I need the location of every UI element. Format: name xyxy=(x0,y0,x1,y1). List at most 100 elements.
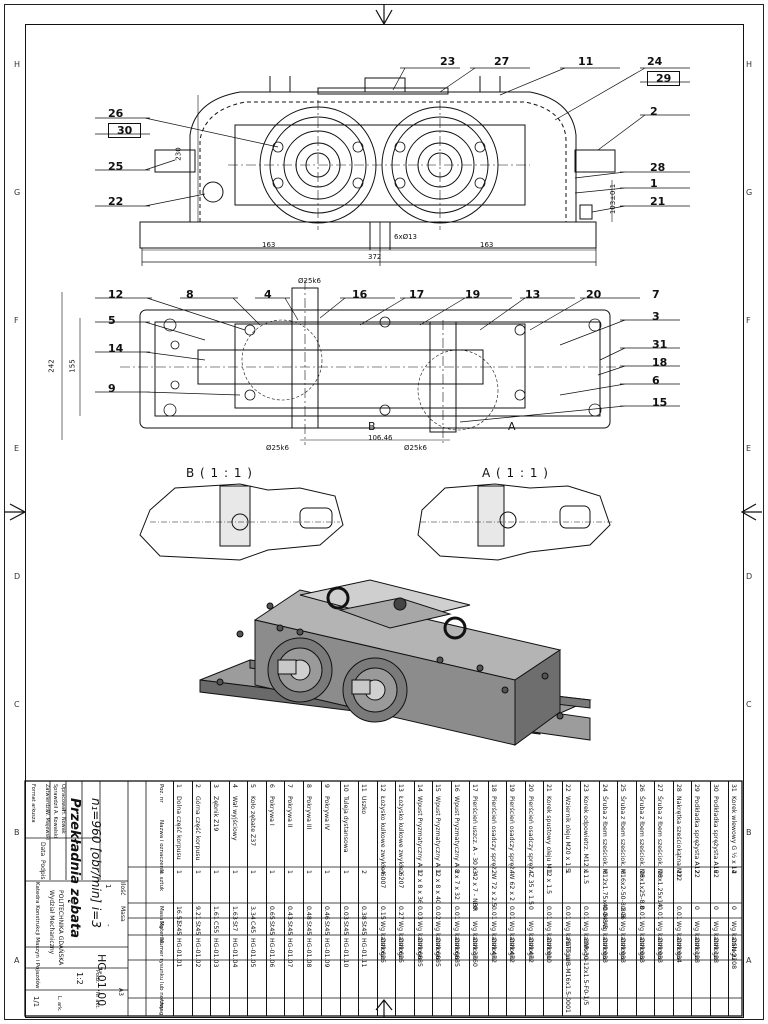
bom-qty: 1 xyxy=(434,870,441,874)
bom-mass: 0.48 xyxy=(304,906,312,920)
bom-norm: HG-01.04 xyxy=(230,938,238,968)
bom-mass: 0.65 xyxy=(267,906,275,920)
bom-norm: DIN 6885 xyxy=(434,938,441,967)
bom-name: Korek spustowy oleju M12 x 1.5 xyxy=(545,796,552,895)
zone-label: B xyxy=(14,828,20,837)
drawing-title: Przekładnia zębata xyxy=(67,798,82,938)
scale: 1:2 xyxy=(75,972,84,985)
bom-name: Podkładka sprężysta A16 xyxy=(711,796,719,874)
zone-label: F xyxy=(746,316,751,325)
bom-name: Wziernik oleju M20 x 1.5 xyxy=(563,796,571,873)
bom-mass: 0.04 xyxy=(600,906,608,920)
bom-norm: SPR-30-12x1.5-F0-1/5 xyxy=(582,938,589,1006)
bom-poz: 2 xyxy=(193,784,201,788)
bom-name: Podkładka sprężysta A12 xyxy=(693,796,700,874)
dim-372: 372 xyxy=(368,253,382,261)
bom-norm: HG-01.02 xyxy=(193,938,201,968)
bom-norm: HG-01.08 xyxy=(304,938,312,968)
dim-155: 155 xyxy=(68,359,77,373)
bom-mass: 0.01 xyxy=(452,906,460,920)
bom-poz: 23 xyxy=(582,784,589,792)
format-label: Format arkusza xyxy=(30,784,36,823)
top-balloon: 16 xyxy=(352,288,368,301)
front-balloon: 21 xyxy=(650,195,666,208)
bom-row-divider xyxy=(561,781,563,1016)
bom-header: Poz. nr xyxy=(157,784,164,803)
bom-name: Koło zębate Z37 xyxy=(249,796,256,847)
bom-name: Pokrywa III xyxy=(304,796,312,830)
top-balloon: 18 xyxy=(652,356,668,369)
role-1: Opracował xyxy=(60,784,66,811)
bom-name: Tuleja dystansowa xyxy=(341,796,349,853)
bom-norm: HG-01.01 xyxy=(175,938,182,968)
name-2: A. Kowalski xyxy=(52,810,58,839)
bom-qty: 22 xyxy=(674,870,682,878)
zone-label: A xyxy=(14,956,20,965)
bom-norm: DIN 933 xyxy=(656,938,663,963)
bom-row-divider xyxy=(543,781,544,1016)
bom-row-divider xyxy=(247,781,248,1016)
bom-material: St7 xyxy=(230,921,238,932)
bom-mass: 0.02 xyxy=(434,906,441,920)
detail-b-title: B ( 1 : 1 ) xyxy=(186,466,253,480)
bom-norm: HG-01.11 xyxy=(360,938,367,968)
format-value: A3 xyxy=(117,988,124,996)
top-balloon: 4 xyxy=(264,288,272,301)
dim-holes: 6xØ13 xyxy=(394,233,418,241)
data-label: Data xyxy=(39,842,46,857)
detail-b xyxy=(139,483,344,561)
bom-material: St45 xyxy=(267,921,275,936)
bom-name: Pierścień osadczy spręż. Z 35 x 1.5 xyxy=(526,796,534,905)
top-balloon: 5 xyxy=(108,314,116,327)
bom-mass: 0.15 xyxy=(378,906,386,920)
zone-label: G xyxy=(746,188,753,197)
bom-norm: DIN 6885 xyxy=(415,938,423,967)
bom-row-divider xyxy=(691,781,692,1016)
bom-poz: 6 xyxy=(267,784,275,788)
bom-poz: 13 xyxy=(397,784,404,792)
bom-material: C45 xyxy=(249,921,256,934)
bom-mass: 0.46 xyxy=(323,906,330,920)
dim-242: 242 xyxy=(47,359,56,373)
bom-norm: DIN 933 xyxy=(600,938,608,963)
center-mark-right xyxy=(740,503,762,521)
bom-name: Nakrętka sześciokątna M12 xyxy=(674,796,682,882)
bom-row-divider xyxy=(654,781,655,1016)
dim-103: 103±0.1 xyxy=(609,183,618,215)
bom-poz: 11 xyxy=(360,784,367,792)
bom-row-divider xyxy=(524,781,526,1016)
bom-norm: DIN 472 xyxy=(489,938,497,963)
bom-qty: 2 xyxy=(452,870,460,874)
zone-label: B xyxy=(746,828,752,837)
bom-header: Uwagi xyxy=(157,1000,164,1017)
bom-row-divider xyxy=(265,781,267,1016)
bom-poz: 3 xyxy=(212,784,219,788)
bom-norm: DIN 625 xyxy=(378,938,386,963)
top-base-plate xyxy=(139,309,611,429)
dim-shaft-top: Ø25k6 xyxy=(298,277,321,285)
bom-mass: 0.01 xyxy=(489,906,497,920)
bom-mass: 1.63 xyxy=(230,906,238,920)
role-3: Zatwierdził xyxy=(44,784,50,812)
bom-qty: 10 xyxy=(656,870,663,878)
top-balloon: 14 xyxy=(108,342,124,355)
bom-row-divider xyxy=(210,781,211,1016)
name-3: W. Majewski xyxy=(44,810,50,841)
isometric-view xyxy=(199,579,592,746)
bom-qty: 6 xyxy=(600,870,608,874)
bom-qty: 2 xyxy=(730,870,737,874)
top-balloon: 13 xyxy=(525,288,541,301)
section-a-label: A xyxy=(508,420,516,433)
front-balloon: 26 xyxy=(108,107,124,120)
front-balloon: 23 xyxy=(440,55,456,68)
bom-mass: 0 xyxy=(471,906,478,910)
bom-mass: 0.27 xyxy=(397,906,404,920)
zone-label: H xyxy=(14,60,21,69)
bom-mass: 0.01 xyxy=(674,906,682,920)
bom-norm: FETT.LUB-M16x1.5-0001 xyxy=(563,938,571,1013)
bom-poz: 7 xyxy=(286,784,293,788)
bom-name: Górna część korpusu xyxy=(193,796,201,861)
bom-row-divider xyxy=(672,781,674,1016)
bom-mass: 0.01 xyxy=(508,906,515,920)
bom-material: St45 xyxy=(304,921,312,936)
